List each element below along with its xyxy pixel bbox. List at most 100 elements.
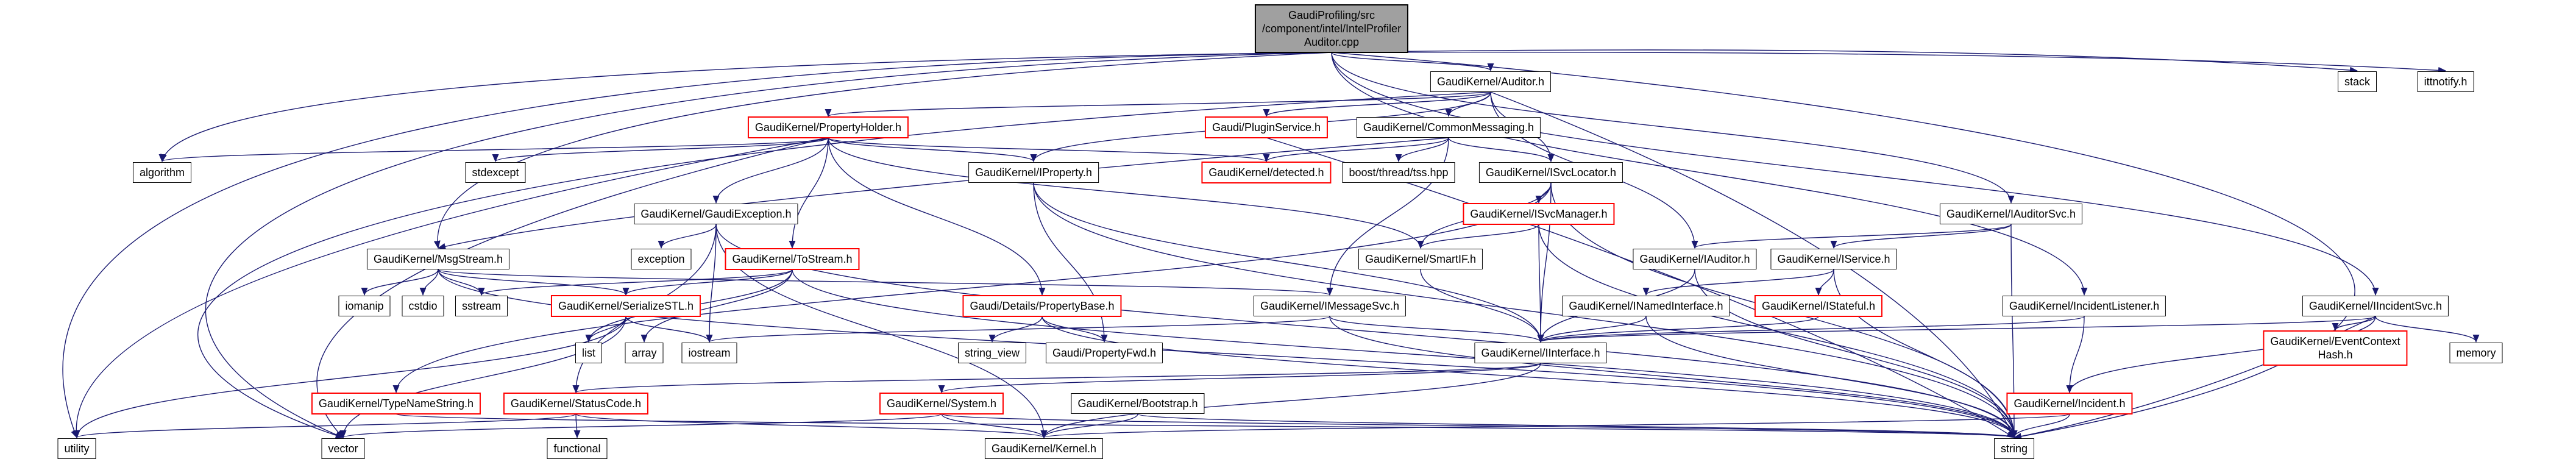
graph-node-label: GaudiKernel/System.h — [886, 397, 997, 410]
graph-node-memory: memory — [2449, 343, 2503, 363]
graph-edge-commonmessaging_h-msgstream_h — [438, 137, 1449, 250]
graph-edge-cpp-string — [1331, 52, 2355, 440]
graph-node-label: GaudiKernel/IncidentListener.h — [2009, 300, 2160, 312]
graph-node-pluginservice_h[interactable]: Gaudi/PluginService.h — [1204, 116, 1329, 138]
graph-edge-isvcmanager_h-iinterface_h — [1537, 224, 1544, 343]
graph-node-isvclocator_h[interactable]: GaudiKernel/ISvcLocator.h — [1478, 162, 1623, 183]
graph-node-utility: utility — [57, 438, 96, 459]
graph-node-gaudiexception_h[interactable]: GaudiKernel/GaudiException.h — [634, 204, 798, 224]
graph-edge-inamedinterface_h-iinterface_h — [1537, 316, 1647, 343]
graph-edge-serializestl_h-vector — [339, 316, 626, 438]
graph-edge-cpp-algorithm — [160, 52, 1332, 162]
graph-edge-tostream_h-array — [640, 269, 793, 343]
graph-edge-iservice_h-inamedinterface_h — [1642, 269, 1834, 296]
graph-node-array: array — [625, 343, 664, 363]
graph-node-label: Gaudi/Details/PropertyBase.h — [970, 300, 1115, 312]
graph-node-label: Gaudi/PropertyFwd.h — [1052, 347, 1157, 359]
graph-node-iauditor_h[interactable]: GaudiKernel/IAuditor.h — [1633, 249, 1757, 269]
graph-node-detected_h[interactable]: GaudiKernel/detected.h — [1201, 162, 1332, 183]
graph-node-label: GaudiKernel/Bootstrap.h — [1077, 397, 1198, 410]
graph-node-functional: functional — [547, 438, 608, 459]
graph-edge-iincidentsvc_h-eventcontexthash_h — [2332, 316, 2376, 331]
graph-node-iauditorsvc_h[interactable]: GaudiKernel/IAuditorSvc.h — [1939, 204, 2083, 224]
graph-node-iincidentsvc_h[interactable]: GaudiKernel/IIncidentSvc.h — [2302, 296, 2449, 316]
graph-node-istateful_h[interactable]: GaudiKernel/IStateful.h — [1754, 295, 1883, 317]
graph-node-bootstrap_h[interactable]: GaudiKernel/Bootstrap.h — [1071, 393, 1205, 414]
graph-node-tss_hpp: boost/thread/tss.hpp — [1342, 162, 1455, 183]
graph-node-label: Gaudi/PluginService.h — [1212, 121, 1321, 133]
graph-node-ittnotify: ittnotify.h — [2417, 71, 2474, 92]
graph-node-label: GaudiKernel/TypeNameString.h — [318, 397, 474, 410]
graph-node-isvcmanager_h[interactable]: GaudiKernel/ISvcManager.h — [1463, 203, 1615, 225]
graph-edge-cpp-utility — [62, 52, 1332, 438]
graph-edge-gaudiexception_h-iostream — [706, 224, 717, 343]
graph-node-incident_h[interactable]: GaudiKernel/Incident.h — [2006, 393, 2133, 415]
graph-node-imessagesvc_h[interactable]: GaudiKernel/IMessageSvc.h — [1253, 296, 1407, 316]
graph-edge-typenamestring_h-string — [396, 413, 2017, 438]
graph-node-label: cstdio — [408, 300, 438, 312]
graph-node-label: GaudiKernel/StatusCode.h — [510, 397, 642, 410]
graph-node-iinterface_h[interactable]: GaudiKernel/IInterface.h — [1474, 343, 1607, 363]
graph-node-label: Hash.h — [2318, 349, 2353, 361]
graph-node-system_h[interactable]: GaudiKernel/System.h — [879, 393, 1004, 415]
graph-edge-tostream_h-sstream — [478, 269, 793, 296]
graph-node-label: GaudiKernel/CommonMessaging.h — [1363, 121, 1535, 133]
graph-node-serializestl_h[interactable]: GaudiKernel/SerializeSTL.h — [550, 295, 701, 317]
graph-node-cpp: GaudiProfiling/src/component/intel/Intel… — [1254, 4, 1409, 53]
graph-edge-serializestl_h-iostream — [625, 316, 713, 343]
graph-node-propertybase_h[interactable]: Gaudi/Details/PropertyBase.h — [962, 295, 1122, 317]
graph-edge-statuscode_h-functional — [573, 413, 581, 438]
graph-node-incidentlistener_h[interactable]: GaudiKernel/IncidentListener.h — [2002, 296, 2166, 316]
graph-node-label: GaudiKernel/SmartIF.h — [1364, 253, 1477, 265]
graph-edge-propertyholder_h-utility — [73, 137, 829, 438]
graph-edge-incidentlistener_h-iinterface_h — [1538, 316, 2085, 343]
graph-node-label: boost/thread/tss.hpp — [1349, 166, 1449, 179]
graph-node-label: GaudiProfiling/src — [1288, 9, 1375, 21]
graph-node-smartif_h[interactable]: GaudiKernel/SmartIF.h — [1358, 249, 1483, 269]
graph-edge-istateful_h-iinterface_h — [1537, 316, 1819, 343]
graph-node-label: vector — [328, 443, 358, 455]
graph-node-label: GaudiKernel/IInterface.h — [1481, 347, 1600, 359]
graph-node-label: GaudiKernel/ISvcManager.h — [1470, 208, 1608, 220]
graph-node-tostream_h[interactable]: GaudiKernel/ToStream.h — [725, 248, 860, 270]
graph-node-label: GaudiKernel/IProperty.h — [975, 166, 1092, 179]
graph-edge-msgstream_h-serializestl_h — [438, 269, 630, 296]
graph-node-iservice_h[interactable]: GaudiKernel/IService.h — [1770, 249, 1897, 269]
graph-edge-iinterface_h-system_h — [938, 363, 1541, 393]
graph-edge-propertyholder_h-detected_h — [828, 137, 1270, 162]
graph-node-typenamestring_h[interactable]: GaudiKernel/TypeNameString.h — [311, 393, 481, 415]
graph-node-inamedinterface_h[interactable]: GaudiKernel/INamedInterface.h — [1562, 296, 1730, 316]
graph-node-statuscode_h[interactable]: GaudiKernel/StatusCode.h — [503, 393, 649, 415]
graph-node-iomanip: iomanip — [338, 296, 391, 316]
graph-node-msgstream_h[interactable]: GaudiKernel/MsgStream.h — [366, 249, 510, 269]
graph-edge-smartif_h-iinterface_h — [1420, 269, 1544, 343]
graph-node-label: GaudiKernel/ToStream.h — [732, 253, 853, 265]
graph-node-auditor_h[interactable]: GaudiKernel/Auditor.h — [1430, 71, 1552, 92]
graph-edge-auditor_h-vector — [197, 91, 1491, 439]
graph-node-label: functional — [553, 443, 601, 455]
graph-node-stdexcept: stdexcept — [465, 162, 526, 183]
graph-node-label: string — [2000, 443, 2028, 455]
graph-edge-cpp-stack — [1331, 49, 2358, 74]
graph-node-stack: stack — [2337, 71, 2377, 92]
graph-node-label: /component/intel/IntelProfiler — [1261, 23, 1402, 35]
graph-edge-cpp-vector — [205, 52, 1332, 438]
graph-edge-msgstream_h-iomanip — [361, 269, 439, 296]
graph-node-commonmessaging_h[interactable]: GaudiKernel/CommonMessaging.h — [1356, 117, 1541, 138]
graph-node-label: array — [631, 347, 657, 359]
graph-node-kernel_h[interactable]: GaudiKernel/Kernel.h — [984, 438, 1104, 459]
graph-node-propertyholder_h[interactable]: GaudiKernel/PropertyHolder.h — [747, 116, 909, 138]
graph-node-label: GaudiKernel/IStateful.h — [1761, 300, 1876, 312]
graph-edge-commonmessaging_h-tss_hpp — [1395, 137, 1449, 162]
graph-edge-propertyholder_h-smartif_h — [828, 137, 1424, 249]
graph-edge-msgstream_h-imessagesvc_h — [438, 269, 1333, 296]
graph-node-label: GaudiKernel/SerializeSTL.h — [558, 300, 694, 312]
graph-edge-propertyholder_h-propertybase_h — [828, 137, 1046, 296]
graph-node-label: GaudiKernel/IIncidentSvc.h — [2308, 300, 2443, 312]
graph-node-propertyfwd_h[interactable]: Gaudi/PropertyFwd.h — [1045, 343, 1163, 363]
graph-edge-msgstream_h-string — [438, 269, 2018, 438]
graph-node-label: GaudiKernel/IService.h — [1777, 253, 1890, 265]
graph-node-iproperty_h[interactable]: GaudiKernel/IProperty.h — [968, 162, 1099, 183]
graph-node-label: GaudiKernel/MsgStream.h — [373, 253, 503, 265]
